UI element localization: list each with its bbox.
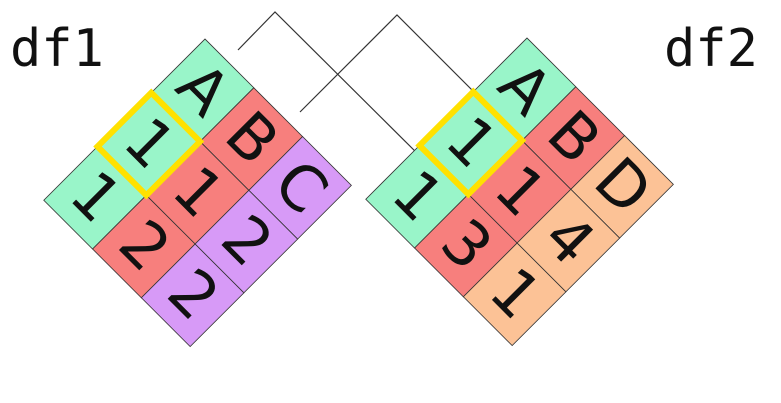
df2-row-highlight bbox=[415, 87, 527, 199]
connector-lines bbox=[237, 11, 491, 169]
df2-title: df2 bbox=[664, 19, 758, 79]
df1-row-highlight bbox=[93, 88, 205, 200]
df2-cell-bg bbox=[462, 242, 567, 347]
connector-b bbox=[299, 14, 491, 113]
connector-a bbox=[237, 11, 433, 169]
df1-cell-bg bbox=[140, 243, 245, 348]
df1-title: df1 bbox=[10, 19, 104, 79]
